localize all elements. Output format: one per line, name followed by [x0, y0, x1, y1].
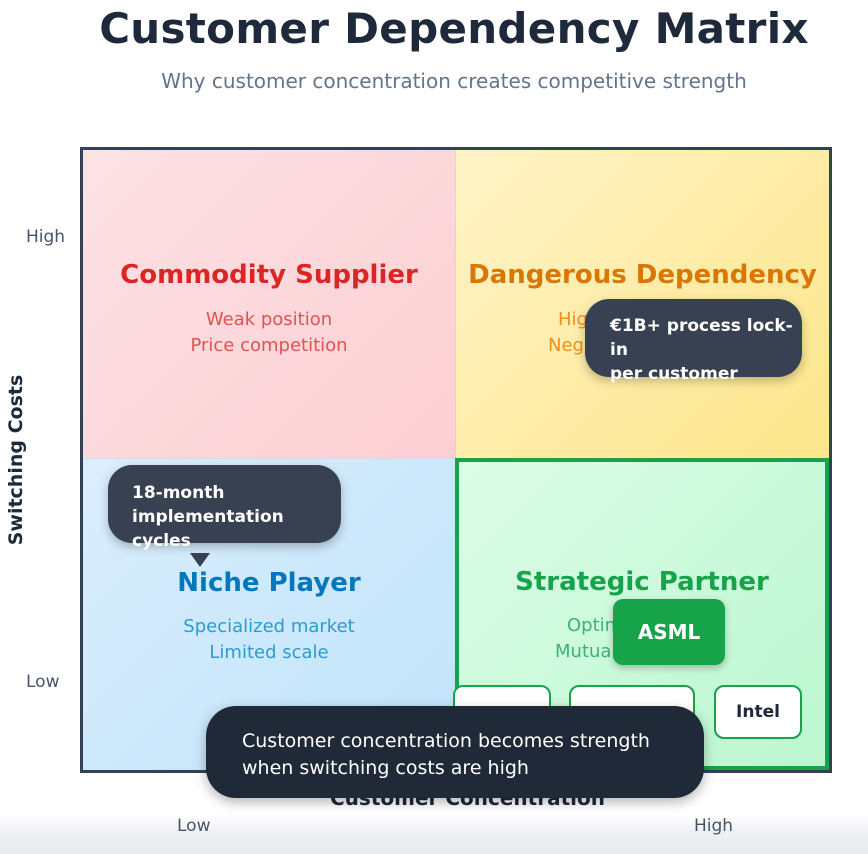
x-tick-high: High	[694, 816, 734, 836]
description-line: Price competition	[190, 335, 348, 356]
tooltip-line: implementation cycles	[132, 507, 284, 551]
tooltip-line: 18-month	[132, 483, 225, 503]
company-chip-intel[interactable]: Intel	[714, 685, 802, 739]
company-chip-asml[interactable]: ASML	[613, 599, 725, 665]
quadrant-title: Commodity Supplier	[120, 260, 418, 290]
y-tick-high: High	[26, 227, 66, 247]
quadrant-description: Optim Mutual	[555, 613, 622, 665]
matrix: Commodity Supplier Weak position Price c…	[80, 147, 832, 773]
x-tick-low: Low	[177, 816, 211, 836]
implementation-tooltip: 18-month implementation cycles	[108, 465, 341, 551]
y-tick-low: Low	[26, 672, 60, 692]
page-title: Customer Dependency Matrix	[99, 4, 809, 53]
description-line: Limited scale	[209, 642, 329, 663]
description-line: Specialized market	[183, 616, 355, 637]
quadrant-title: Niche Player	[177, 568, 361, 598]
footer-band	[0, 816, 868, 854]
insight-callout: Customer concentration becomes strength …	[206, 706, 704, 798]
lock-in-tooltip: €1B+ process lock-in per customer	[585, 299, 802, 384]
quadrant-description: Specialized market Limited scale	[83, 614, 455, 666]
callout-line: Customer concentration becomes strength	[242, 730, 650, 752]
tooltip-line: per customer	[610, 364, 738, 384]
quadrant-title: Strategic Partner	[515, 567, 769, 597]
quadrant-description: Weak position Price competition	[83, 307, 455, 359]
description-line: Mutual	[555, 641, 617, 662]
page-subtitle: Why customer concentration creates compe…	[161, 69, 747, 93]
callout-line: when switching costs are high	[242, 757, 529, 779]
quadrant-commodity-supplier: Commodity Supplier Weak position Price c…	[83, 150, 455, 458]
description-line: Optim	[567, 615, 623, 636]
tooltip-line: €1B+ process lock-in	[610, 316, 793, 360]
tooltip-arrow	[190, 553, 210, 567]
y-axis-title: Switching Costs	[5, 374, 27, 546]
description-line: Nego	[548, 335, 595, 356]
description-line: Weak position	[205, 309, 333, 330]
quadrant-title: Dangerous Dependency	[468, 260, 817, 290]
